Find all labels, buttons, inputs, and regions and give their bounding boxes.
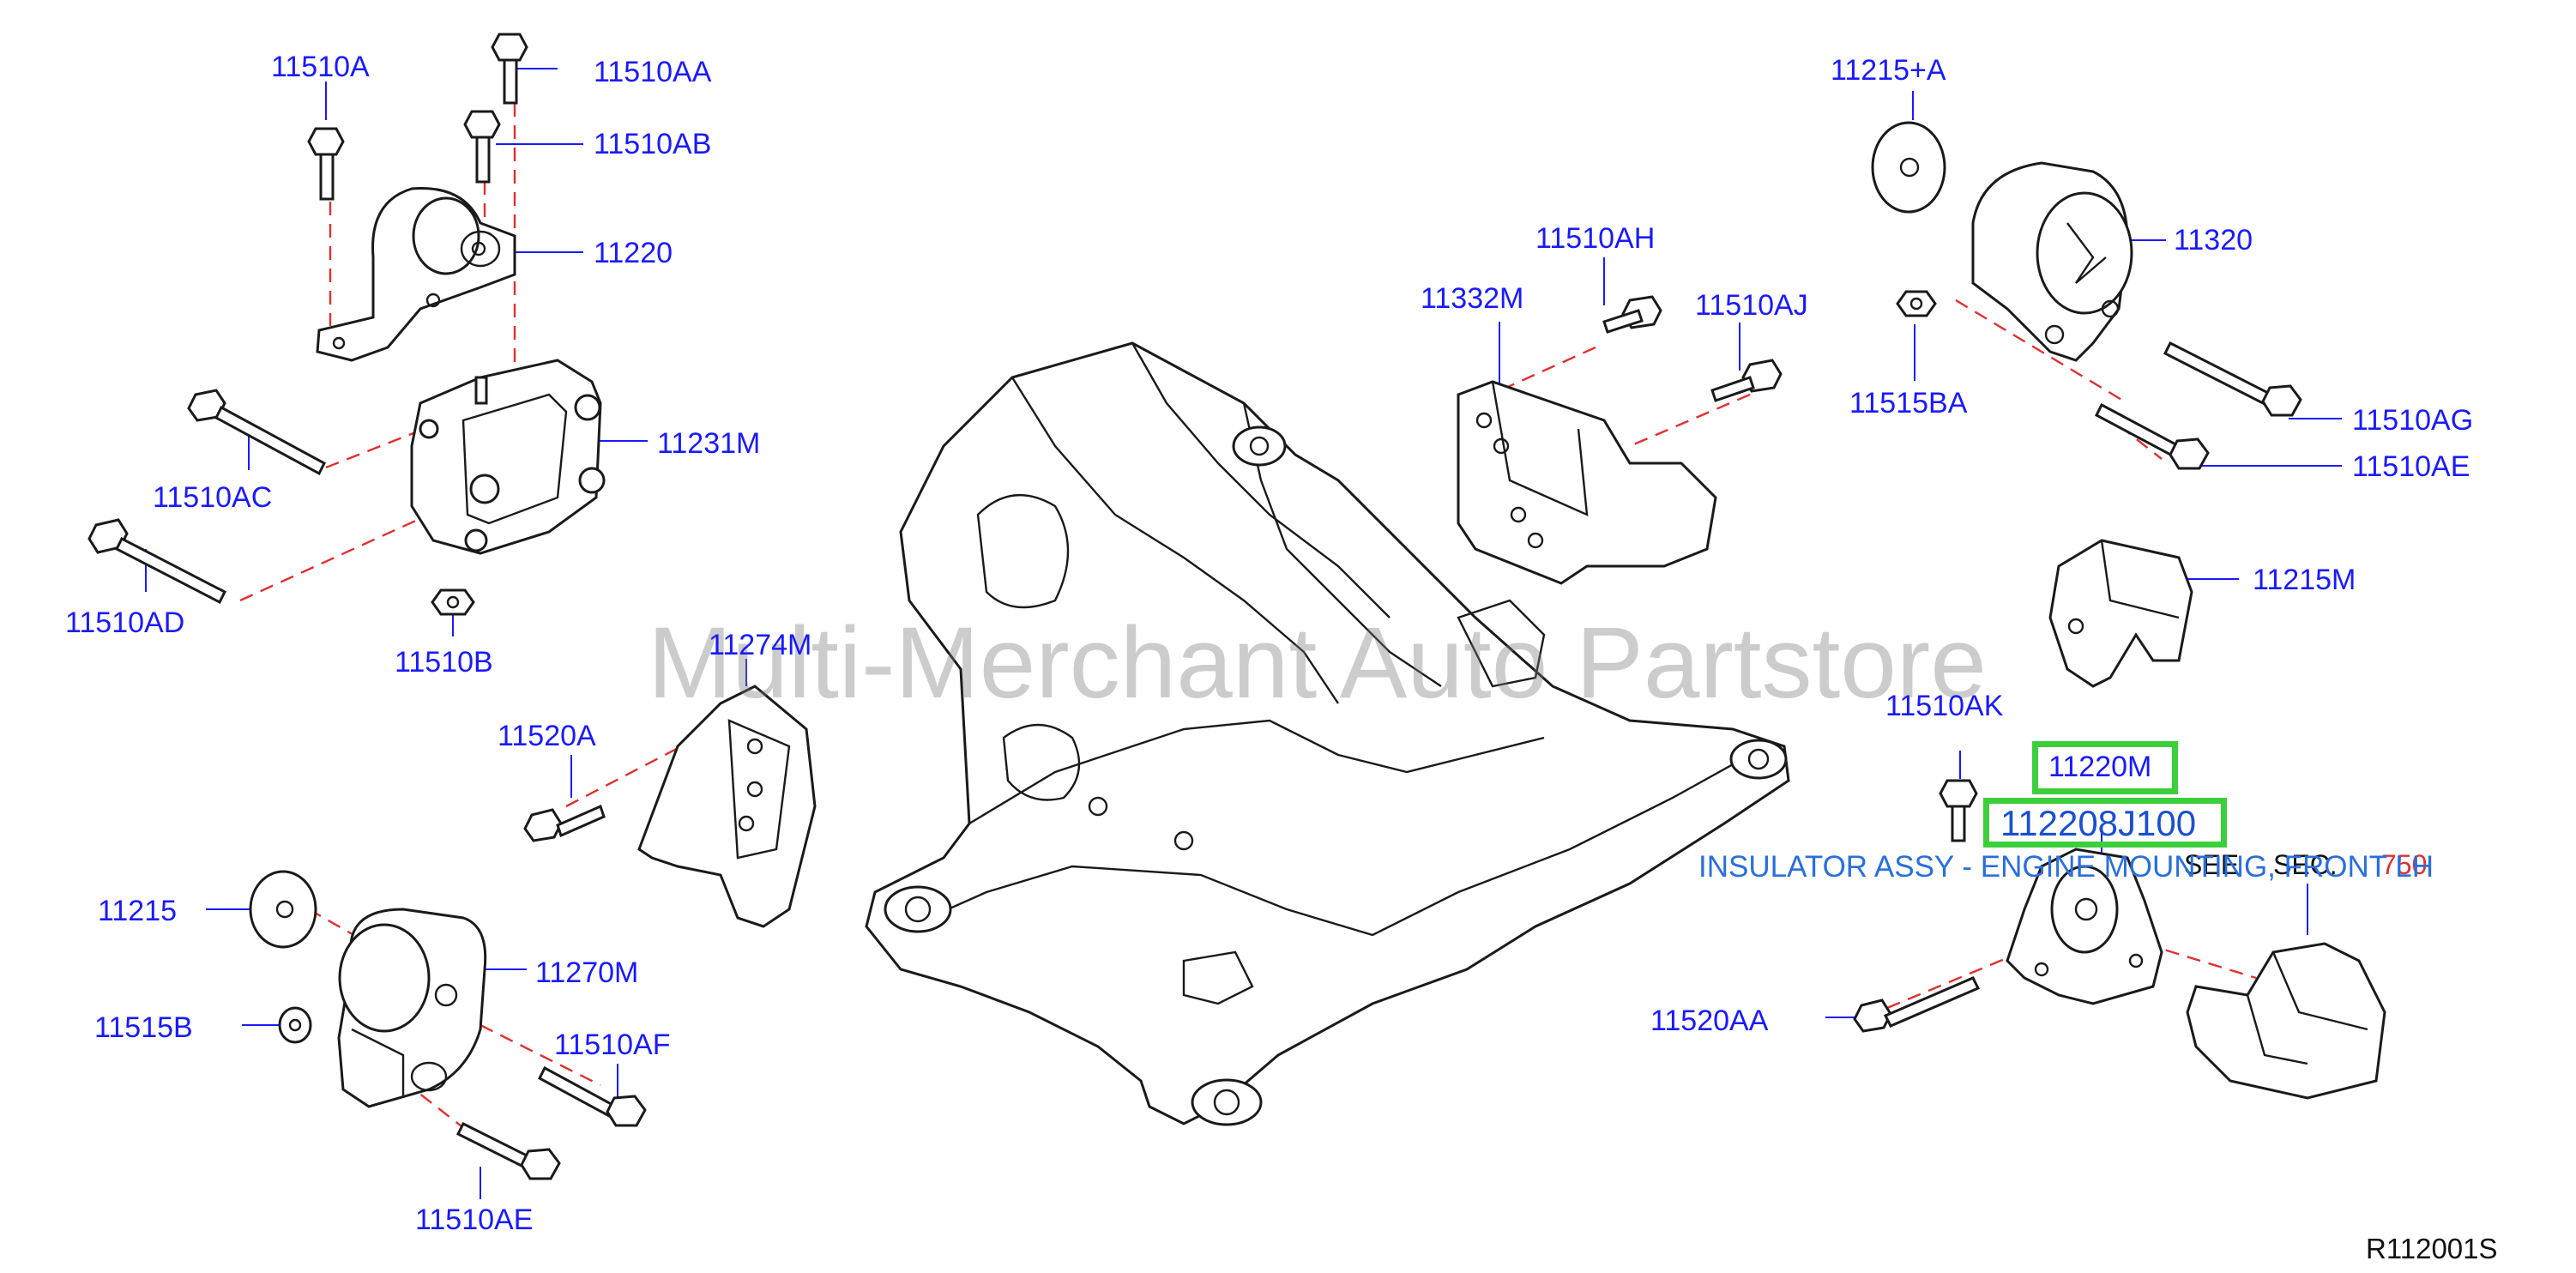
callout-11510AE-right[interactable]: 11510AE (2352, 450, 2470, 483)
callout-11231M[interactable]: 11231M (657, 427, 761, 460)
callout-11215[interactable]: 11215 (98, 895, 178, 927)
mount-11320 (1971, 161, 2133, 362)
callout-11510AJ[interactable]: 11510AJ (1695, 289, 1808, 322)
callout-11510AK[interactable]: 11510AK (1885, 690, 2004, 722)
callout-11274M[interactable]: 11274M (709, 629, 812, 661)
part-number-label[interactable]: 112208J100 (2000, 803, 2197, 843)
bolt-11510AG (2163, 341, 2302, 417)
callout-11510AA[interactable]: 11510AA (594, 56, 712, 88)
engine-subframe (865, 341, 1790, 1126)
highlight-box-ref[interactable] (2032, 741, 2178, 794)
nut-11510B (431, 588, 475, 616)
part-description: INSULATOR ASSY - ENGINE MOUNTING, FRONT … (1698, 850, 2434, 884)
drawing-code: R112001S (2366, 1233, 2498, 1264)
callout-11215A[interactable]: 11215+A (1831, 54, 1946, 87)
callout-11515BA[interactable]: 11515BA (1849, 387, 1968, 419)
callout-11510AC[interactable]: 11510AC (153, 481, 273, 514)
callout-11510AE-left[interactable]: 11510AE (415, 1204, 534, 1236)
callout-11510AB[interactable]: 11510AB (594, 128, 712, 160)
bracket-11220 (316, 187, 516, 362)
callout-11520AA[interactable]: 11520AA (1650, 1005, 1769, 1037)
bolt-11510AD (87, 518, 227, 605)
bolt-11510AB (463, 110, 501, 184)
callout-11510A[interactable]: 11510A (271, 51, 370, 83)
bolt-11510AH (1602, 295, 1662, 334)
callout-11215M[interactable]: 11215M (2253, 564, 2356, 596)
bracket-11274M (637, 685, 817, 928)
sec-number-label[interactable]: 750 (2381, 849, 2428, 880)
washer-11215A (1871, 121, 1946, 214)
bolt-11510AE-right (2095, 402, 2210, 470)
callout-11510AD[interactable]: 11510AD (65, 606, 185, 639)
callout-11220[interactable]: 11220 (594, 237, 673, 269)
bracket-see-sec-750 (2186, 942, 2386, 1100)
bracket-11215M (2048, 539, 2193, 688)
bolt-11510AK (1939, 779, 1978, 842)
callout-11520A[interactable]: 11520A (498, 720, 596, 752)
bolt-11510AE-left (455, 1121, 561, 1180)
nut-11515BA (1896, 290, 1937, 317)
callout-11510AF[interactable]: 11510AF (554, 1029, 671, 1061)
bolt-11520A (523, 804, 606, 842)
bolt-11510AA (491, 33, 528, 105)
sec-label: SEC. (2273, 849, 2338, 880)
callout-11220M[interactable]: 11220M (2048, 751, 2152, 783)
mount-plate-11231M (410, 359, 606, 555)
bolt-11520AA (1853, 976, 1981, 1033)
callout-11510AH[interactable]: 11510AH (1535, 222, 1656, 255)
callout-11332M[interactable]: 11332M (1421, 282, 1524, 315)
highlight-box-part-number[interactable] (1983, 798, 2227, 848)
bolt-11510A (307, 127, 345, 201)
see-label: SEE (2184, 849, 2240, 880)
mount-11270M (337, 908, 487, 1108)
bolt-11510AF (538, 1065, 647, 1127)
washer-11215 (249, 870, 317, 949)
callout-11320[interactable]: 11320 (2174, 224, 2253, 256)
callout-11270M[interactable]: 11270M (535, 956, 639, 989)
watermark: Multi-Merchant Auto Partstore (648, 606, 1987, 720)
insulator-11220M (2006, 848, 2163, 1005)
nut-11515B (278, 1006, 312, 1044)
callout-11515B[interactable]: 11515B (94, 1011, 193, 1044)
callout-11510B[interactable]: 11510B (395, 646, 493, 679)
bolt-11510AJ (1710, 359, 1783, 402)
bolt-11510AC (187, 389, 326, 476)
bracket-11332M (1457, 380, 1717, 585)
callout-11510AG[interactable]: 11510AG (2352, 404, 2474, 437)
